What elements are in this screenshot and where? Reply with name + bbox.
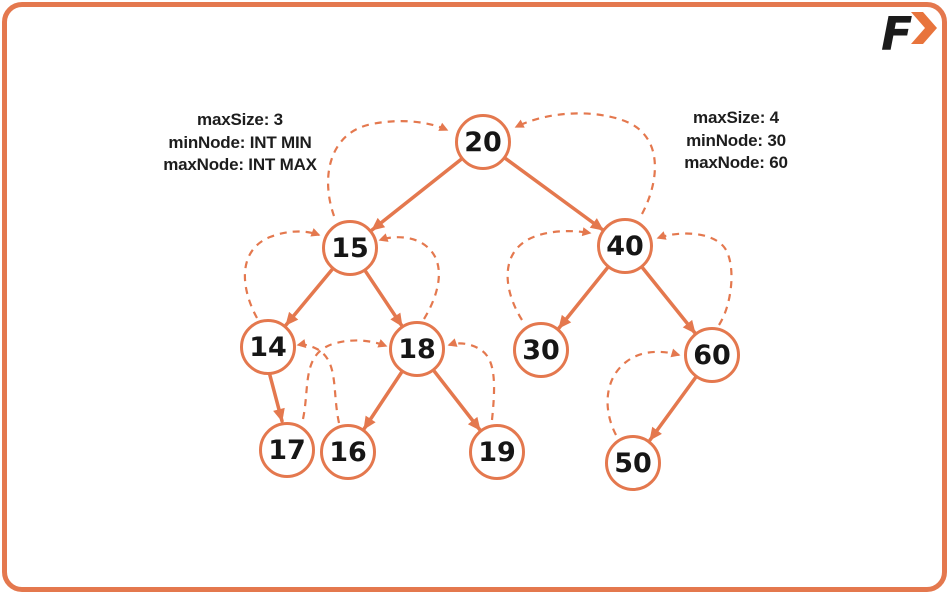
tree-node-50: 50 <box>605 435 661 491</box>
logo-letter-glyph: F <box>881 8 912 58</box>
tree-edges-solid <box>261 140 714 442</box>
annotation-line-maxnode: maxNode: 60 <box>684 153 788 172</box>
tree-node-60: 60 <box>684 327 740 383</box>
logo-f-letter: F <box>881 8 912 58</box>
tree-node-15: 15 <box>322 220 378 276</box>
tree-node-16: 16 <box>320 424 376 480</box>
dashed-15-20 <box>327 120 449 217</box>
annotation-right-subtree: maxSize: 4 minNode: 30 maxNode: 60 <box>656 107 816 175</box>
dashed-40-20 <box>514 112 656 215</box>
dashed-19-18 <box>447 338 496 421</box>
tree-links-dashed <box>243 112 733 436</box>
annotation-left-subtree: maxSize: 3 minNode: INT MIN maxNode: INT… <box>130 109 350 177</box>
annotation-line-minnode: minNode: 30 <box>686 130 786 150</box>
tree-node-18: 18 <box>389 321 445 377</box>
tree-node-14: 14 <box>240 319 296 375</box>
tree-node-19: 19 <box>469 424 525 480</box>
dashed-16-14 <box>296 339 341 424</box>
dashed-17-18 <box>301 339 388 420</box>
dashed-60-40 <box>656 231 733 326</box>
dashed-30-40 <box>506 227 592 321</box>
brand-logo: F <box>881 8 937 58</box>
tree-node-20: 20 <box>455 114 511 170</box>
annotation-line-maxsize: maxSize: 3 <box>197 110 283 129</box>
tree-node-30: 30 <box>513 322 569 378</box>
annotation-line-maxnode: maxNode: INT MAX <box>163 155 317 174</box>
fast-forward-chevron-icon <box>911 12 937 44</box>
dashed-14-15 <box>243 228 321 319</box>
tree-node-17: 17 <box>259 422 315 478</box>
dashed-50-60 <box>606 348 681 436</box>
annotation-line-minnode: minNode: INT MIN <box>168 132 312 152</box>
tree-node-40: 40 <box>597 218 653 274</box>
annotation-line-maxsize: maxSize: 4 <box>693 108 779 127</box>
